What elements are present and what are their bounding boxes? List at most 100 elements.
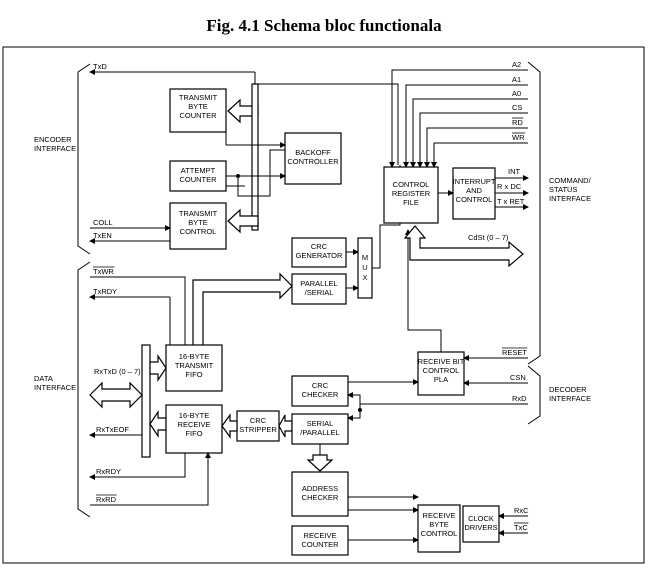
rbc-label-3: PLA <box>434 375 448 384</box>
crf-label-2: REGISTER <box>392 189 431 198</box>
tbc-label-3: COUNTER <box>179 111 217 120</box>
rbytectl-label-3: CONTROL <box>421 529 458 538</box>
rxfifo-to-bus-arrow <box>149 410 167 438</box>
crf-label-1: CONTROL <box>393 180 430 189</box>
tbctl-label-3: CONTROL <box>180 227 217 236</box>
wr-label: WR <box>512 133 525 142</box>
transmit-fifo-block <box>165 344 223 392</box>
csn-label: CSN <box>510 373 526 382</box>
rcnt-label-2: COUNTER <box>301 540 339 549</box>
rxd-to-sp <box>347 404 361 421</box>
txwr-line <box>90 276 188 351</box>
rxrd-label: RxRD <box>96 495 117 504</box>
receive-byte-control-block <box>417 504 461 553</box>
sp-label-1: SERIAL <box>307 419 334 428</box>
tbctl-label-2: BYTE <box>188 218 208 227</box>
txfifo-label-1: 16-BYTE <box>179 352 209 361</box>
attempt-counter-block <box>169 160 227 192</box>
a1-line <box>403 84 528 168</box>
bus-to-txfifo-arrow <box>149 354 167 382</box>
backoff-label-1: BACKOFF <box>295 148 331 157</box>
txwr-label: TxWR <box>93 267 114 276</box>
crcchk-label-2: CHECKER <box>302 390 339 399</box>
addr-label-1: ADDRESS <box>302 484 338 493</box>
txc-label: TxC <box>514 523 528 532</box>
rxtxd-label: RxTxD (0 – 7) <box>94 367 141 376</box>
crc-checker-block <box>291 375 349 407</box>
txfifo-label-2: TRANSMIT <box>175 361 214 370</box>
transmit-byte-counter-block <box>169 88 227 133</box>
sp-to-addr-arrow <box>306 454 334 472</box>
mux-label-1: M <box>362 253 368 262</box>
attempt-label-2: COUNTER <box>179 175 217 184</box>
a0-label: A0 <box>512 89 521 98</box>
sp-to-stripper-arrow <box>278 414 293 438</box>
rxd-label: RxD <box>512 394 527 403</box>
rxd-to-crcchk <box>347 392 361 404</box>
rcnt-label-1: RECEIVE <box>304 531 337 540</box>
cdst-bus-arrow <box>403 225 524 268</box>
crcgen-label-1: CRC <box>311 242 328 251</box>
encoder-interface-label-2: INTERFACE <box>34 144 76 153</box>
tbc-label-2: BYTE <box>188 102 208 111</box>
a0-line <box>410 98 528 168</box>
coll-label: COLL <box>93 218 113 227</box>
parallel-serial-block <box>291 273 347 305</box>
figure-title: Fig. 4.1 Schema bloc functionala <box>206 16 442 35</box>
rbc-label-1: RECEIVE BIT <box>418 357 465 366</box>
rxrdy-label: RxRDY <box>96 467 121 476</box>
rd-line <box>424 127 528 168</box>
tbctl-label-1: TRANSMIT <box>179 209 218 218</box>
txrdy-label: TxRDY <box>93 287 117 296</box>
rxdc-label: R x DC <box>497 182 522 191</box>
decoder-bracket <box>527 365 541 425</box>
fifo-to-ps-arrow <box>192 272 293 351</box>
wr-line <box>431 142 528 168</box>
int-label: INT <box>508 167 521 176</box>
rxrdy-line <box>89 453 186 480</box>
command-interface-label-2: STATUS <box>549 185 577 194</box>
encoder-bracket <box>77 63 91 255</box>
cs-line <box>417 112 528 168</box>
rd-label: RD <box>512 118 523 127</box>
command-bracket <box>527 61 541 365</box>
mux-label-3: X <box>362 273 367 282</box>
clk-label-2: DRIVERS <box>464 523 497 532</box>
rxtxeof-label: RxTxEOF <box>96 425 129 434</box>
a2-label: A2 <box>512 60 521 69</box>
crf-label-3: FILE <box>403 198 419 207</box>
clk-label-1: CLOCK <box>468 514 494 523</box>
rxc-label: RxC <box>514 506 529 515</box>
rxfifo-label-3: FIFO <box>185 429 202 438</box>
stripper-to-rxfifo-arrow <box>221 413 238 439</box>
command-interface-label-3: INTERFACE <box>549 194 591 203</box>
attempt-label-1: ATTEMPT <box>181 166 216 175</box>
mux-label-2: U <box>362 263 367 272</box>
backoff-label-2: CONTROLLER <box>287 157 339 166</box>
attempt-loop <box>237 149 285 197</box>
serial-parallel-block <box>291 413 349 445</box>
txen-label: TxEN <box>93 231 112 240</box>
stripper-label-2: STRIPPER <box>239 425 277 434</box>
stripper-label-1: CRC <box>250 416 267 425</box>
bus-to-tbctl-arrow <box>227 208 259 234</box>
txret-label: T x RET <box>497 197 525 206</box>
int-label-1: INTERRUPT <box>453 177 496 186</box>
crcgen-label-2: GENERATOR <box>296 251 343 260</box>
clock-drivers-block <box>462 505 500 543</box>
receive-fifo-block <box>165 404 223 454</box>
int-label-2: AND <box>466 186 482 195</box>
rbytectl-label-1: RECEIVE <box>423 511 456 520</box>
data-bus-bar <box>141 344 151 458</box>
backoff-controller-block <box>284 132 342 185</box>
crcchk-label-1: CRC <box>312 381 329 390</box>
encoder-interface-label-1: ENCODER <box>34 135 72 144</box>
rxfifo-label-1: 16-BYTE <box>179 411 209 420</box>
ps-label-1: PARALLEL <box>300 279 337 288</box>
receive-bit-control-block <box>417 351 465 396</box>
rxfifo-label-2: RECEIVE <box>178 420 211 429</box>
txfifo-label-3: FIFO <box>185 370 202 379</box>
cs-label: CS <box>512 103 522 112</box>
decoder-interface-label-2: INTERFACE <box>549 394 591 403</box>
